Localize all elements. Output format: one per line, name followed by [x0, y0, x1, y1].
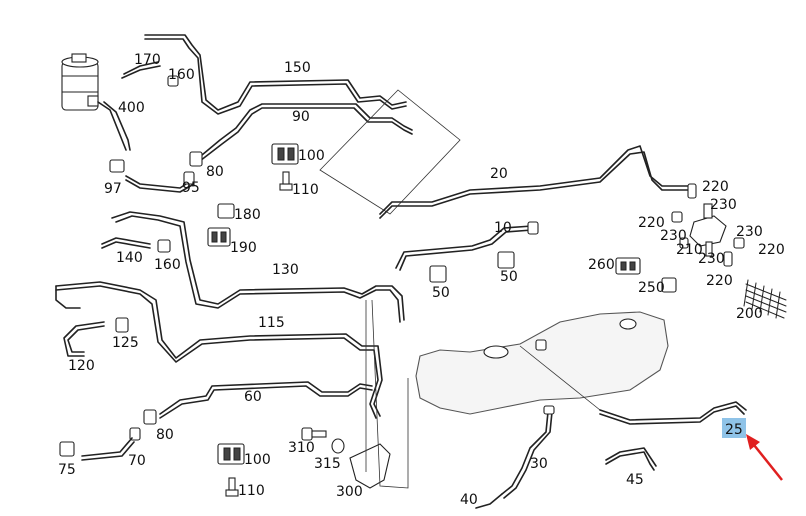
- hose-45[interactable]: [605, 447, 657, 467]
- clip-190[interactable]: [207, 227, 231, 247]
- label-300: 300: [336, 484, 363, 500]
- label-25[interactable]: 25: [725, 422, 743, 438]
- clip-260[interactable]: [615, 257, 641, 275]
- label-60: 60: [244, 389, 262, 405]
- hose-200-corrugated[interactable]: [743, 279, 787, 319]
- label-315: 315: [314, 456, 341, 472]
- clip-75[interactable]: [59, 441, 75, 457]
- clip-100-upper[interactable]: [271, 143, 299, 165]
- label-50-left: 50: [432, 285, 450, 301]
- label-115: 115: [258, 315, 285, 331]
- line-150[interactable]: [144, 34, 407, 111]
- clip-250[interactable]: [661, 277, 677, 293]
- line-130[interactable]: [115, 215, 401, 323]
- label-30: 30: [530, 456, 548, 472]
- clip-50-left[interactable]: [429, 265, 447, 283]
- bolt-310[interactable]: [301, 427, 327, 441]
- hose-140[interactable]: [101, 237, 151, 245]
- clip-100-lower[interactable]: [217, 443, 245, 465]
- label-220-c: 220: [758, 242, 785, 258]
- label-110-lower: 110: [238, 483, 265, 499]
- washer-315[interactable]: [331, 438, 345, 454]
- label-160-lower: 160: [154, 257, 181, 273]
- label-130: 130: [272, 262, 299, 278]
- label-95: 95: [182, 180, 200, 196]
- line-25[interactable]: [599, 401, 747, 421]
- label-180: 180: [234, 207, 261, 223]
- clip-180[interactable]: [217, 203, 235, 219]
- label-25-highlight: [722, 418, 746, 438]
- label-50-right: 50: [500, 269, 518, 285]
- bolt-110-upper[interactable]: [279, 171, 293, 191]
- label-190: 190: [230, 240, 257, 256]
- label-230-d: 230: [698, 251, 725, 267]
- clip-97[interactable]: [109, 159, 125, 173]
- line-115[interactable]: [55, 281, 383, 417]
- line-30[interactable]: [501, 411, 549, 495]
- clip-160-lower[interactable]: [157, 239, 171, 253]
- line-10[interactable]: [395, 225, 533, 269]
- line-60[interactable]: [159, 381, 373, 415]
- label-80-upper: 80: [206, 164, 224, 180]
- label-75: 75: [58, 462, 76, 478]
- fuel-tank[interactable]: [415, 311, 669, 415]
- label-120: 120: [68, 358, 95, 374]
- label-40: 40: [460, 492, 478, 508]
- label-97: 97: [104, 181, 122, 197]
- clip-125[interactable]: [115, 317, 129, 333]
- line-20[interactable]: [379, 145, 691, 215]
- label-160-top: 160: [168, 67, 195, 83]
- clip-160-top[interactable]: [167, 75, 179, 87]
- label-310: 310: [288, 440, 315, 456]
- label-170: 170: [134, 52, 161, 68]
- line-40[interactable]: [475, 493, 503, 509]
- red-arrow-icon: [746, 434, 783, 481]
- label-125: 125: [112, 335, 139, 351]
- hose-70[interactable]: [81, 437, 133, 457]
- bracket-300[interactable]: [349, 443, 391, 489]
- label-10: 10: [494, 220, 512, 236]
- label-140: 140: [116, 250, 143, 266]
- hose-180-left[interactable]: [111, 211, 405, 321]
- label-80-lower: 80: [156, 427, 174, 443]
- label-220-a: 220: [702, 179, 729, 195]
- label-260: 260: [588, 257, 615, 273]
- bolt-110-lower[interactable]: [225, 477, 239, 497]
- label-220-b: 220: [638, 215, 665, 231]
- label-110-upper: 110: [292, 182, 319, 198]
- label-90: 90: [292, 109, 310, 125]
- label-210: 210: [676, 242, 703, 258]
- connector-80-top[interactable]: [183, 151, 203, 185]
- label-230-c: 230: [736, 224, 763, 240]
- clip-50-right[interactable]: [497, 251, 515, 269]
- label-70: 70: [128, 453, 146, 469]
- label-230-b: 230: [660, 228, 687, 244]
- label-250: 250: [638, 280, 665, 296]
- label-230-a: 230: [710, 197, 737, 213]
- label-100-upper: 100: [298, 148, 325, 164]
- label-45: 45: [626, 472, 644, 488]
- line-90[interactable]: [195, 103, 413, 161]
- fuel-filter-canister[interactable]: [61, 53, 99, 111]
- valve-210[interactable]: [689, 203, 727, 257]
- label-20: 20: [490, 166, 508, 182]
- label-220-d: 220: [706, 273, 733, 289]
- connector-80-lower[interactable]: [129, 409, 157, 441]
- hose-400[interactable]: [97, 101, 127, 151]
- fittings-220-230[interactable]: [671, 183, 745, 267]
- label-400: 400: [118, 100, 145, 116]
- hose-170[interactable]: [123, 61, 159, 75]
- label-100-lower: 100: [244, 452, 271, 468]
- label-200: 200: [736, 306, 763, 322]
- hose-120[interactable]: [67, 325, 105, 353]
- label-150: 150: [284, 60, 311, 76]
